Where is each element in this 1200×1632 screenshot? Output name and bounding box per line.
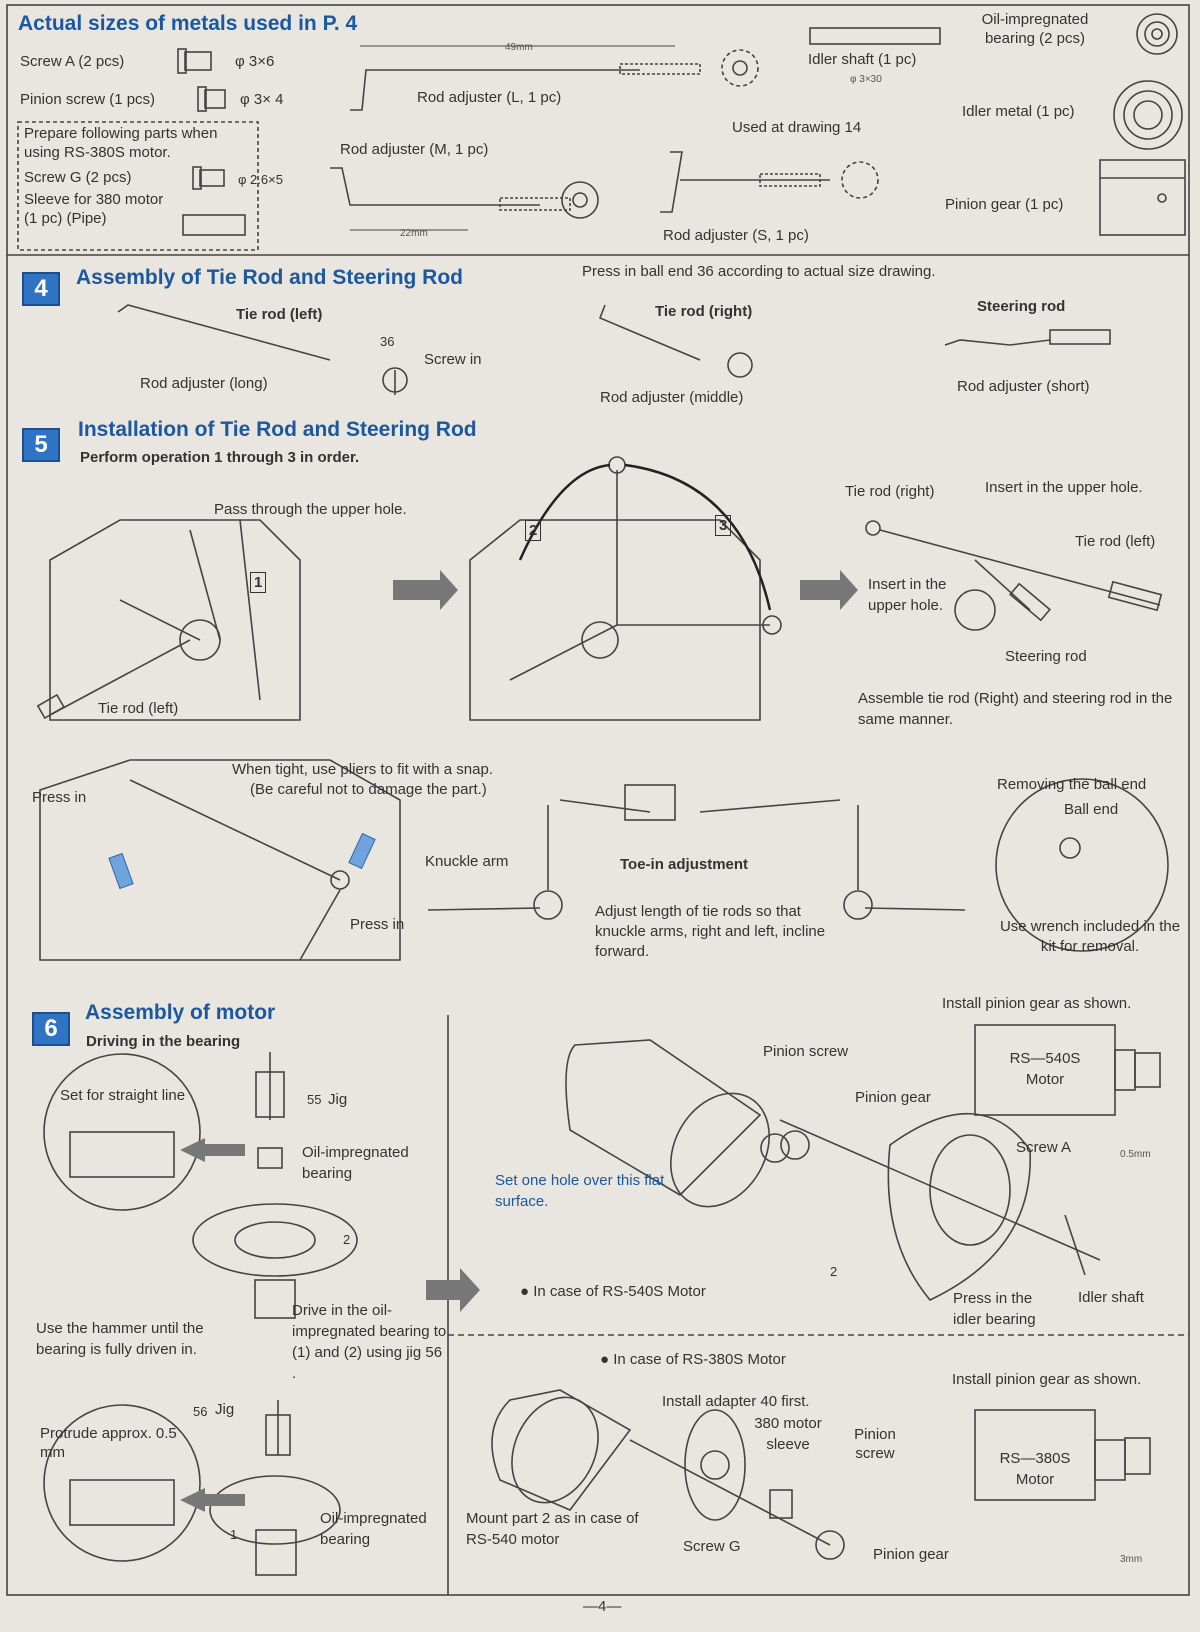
idler-shaft-label: Idler shaft (1 pc) — [808, 51, 917, 68]
insert-upper-label: Insert in the upper hole. — [985, 479, 1143, 496]
rod-l-label: Rod adjuster (L, 1 pc) — [417, 89, 562, 106]
use-hammer-label: Use the hammer until the bearing is full… — [36, 1320, 204, 1358]
toe-in-label: Toe-in adjustment — [620, 856, 749, 873]
pinion-screw-label: Pinion screw (1 pcs) — [20, 91, 156, 108]
install-adapter-label: Install adapter 40 first. — [662, 1393, 810, 1410]
step4-note: Press in ball end 36 according to actual… — [582, 263, 936, 280]
tie-right-label: Tie rod (right) — [655, 303, 753, 320]
drive-in-label: Drive in the oil-impregnated bearing to … — [292, 1302, 447, 1382]
dim-22: 22mm — [400, 228, 428, 239]
screw-a-label-2: Screw A — [1016, 1139, 1072, 1156]
pinion-gear-label-3: Pinion gear — [873, 1546, 949, 1563]
pinion-screw-size: φ 3× 4 — [240, 91, 284, 108]
screw-g-size: φ 2.6×5 — [238, 172, 283, 187]
step-number-4: 4 — [22, 272, 60, 306]
step5-subtitle: Perform operation 1 through 3 in order. — [80, 449, 360, 466]
dim-49: 49mm — [505, 42, 533, 53]
steering-rod-label-2: Steering rod — [1005, 648, 1087, 665]
screw-a-label: Screw A (2 pcs) — [20, 53, 125, 70]
step-number-6: 6 — [32, 1012, 70, 1046]
pinion-screw-label-2: Pinion screw — [763, 1043, 849, 1060]
rs540-motor-label: RS—540S Motor — [1009, 1050, 1081, 1088]
prepare-note: Prepare following parts when using RS-38… — [24, 125, 218, 161]
tie-left-label: Tie rod (left) — [236, 306, 323, 323]
jig-label-2: Jig — [215, 1401, 235, 1418]
dim-05: 0.5mm — [1120, 1149, 1151, 1160]
step-number-5: 5 — [22, 428, 60, 462]
rod-long-label: Rod adjuster (long) — [140, 375, 268, 392]
pass-through-label: Pass through the upper hole. — [214, 501, 407, 518]
install-pinion-label-2: Install pinion gear as shown. — [952, 1371, 1142, 1388]
page-number: —4— — [583, 1598, 622, 1615]
case-540-label: ● In case of RS-540S Motor — [520, 1283, 706, 1300]
oil-bearing-label-2: Oil-impregnated bearing — [302, 1144, 409, 1182]
pinion-gear-label-2: Pinion gear — [855, 1089, 931, 1106]
assemble-note: Assemble tie rod (Right) and steering ro… — [858, 690, 1173, 728]
set-straight-label: Set for straight line — [60, 1087, 186, 1104]
press-idler-label: Press in the idler bearing — [953, 1290, 1036, 1328]
protrude-label: Protrude approx. 0.5 mm — [40, 1425, 177, 1461]
screw-g-label-2: Screw G — [683, 1538, 741, 1555]
step-marker-2: 2 — [525, 520, 542, 541]
steering-rod-label: Steering rod — [977, 298, 1066, 315]
step-marker-1: 1 — [250, 572, 267, 593]
press-in-label: Press in — [32, 789, 87, 806]
driving-label: Driving in the bearing — [86, 1033, 241, 1050]
tie-left-label-2: Tie rod (left) — [98, 700, 179, 717]
when-tight-label: When tight, use pliers to fit with a sna… — [232, 761, 493, 778]
install-pinion-label: Install pinion gear as shown. — [942, 995, 1132, 1012]
adjust-note: Adjust length of tie rods so that knuckl… — [595, 903, 826, 960]
idler-shaft-size: φ 3×30 — [850, 74, 882, 85]
knuckle-arm-label: Knuckle arm — [425, 853, 509, 870]
part-2-marker: 2 — [343, 1232, 351, 1247]
be-careful-label: (Be careful not to damage the part.) — [250, 781, 487, 798]
rod-middle-label: Rod adjuster (middle) — [600, 389, 744, 406]
set-hole-note: Set one hole over this flat surface. — [495, 1172, 665, 1210]
idler-shaft-label-2: Idler shaft — [1078, 1289, 1144, 1306]
part-2-marker-b: 2 — [830, 1264, 838, 1279]
rod-m-label: Rod adjuster (M, 1 pc) — [340, 141, 489, 158]
rod-short-label: Rod adjuster (short) — [957, 378, 1090, 395]
use-wrench-label: Use wrench included in the kit for remov… — [999, 918, 1181, 955]
tie-left-label-3: Tie rod (left) — [1075, 533, 1156, 550]
rod-s-label: Rod adjuster (S, 1 pc) — [663, 227, 809, 244]
used-at-label: Used at drawing 14 — [732, 119, 862, 136]
removing-ball-end-label: Removing the ball end — [997, 776, 1147, 793]
insert-in-label: Insert in the upper hole. — [868, 576, 947, 614]
sleeve-label: Sleeve for 380 motor (1 pc) (Pipe) — [24, 191, 164, 227]
dim-3: 3mm — [1120, 1554, 1143, 1565]
screw-g-label: Screw G (2 pcs) — [24, 169, 132, 186]
jig-55-marker: 55 — [307, 1092, 322, 1107]
ball-end-label: Ball end — [1064, 801, 1119, 818]
press-in-label-2: Press in — [350, 916, 405, 933]
rs380-motor-label: RS—380S Motor — [999, 1450, 1071, 1488]
tie-right-label-2: Tie rod (right) — [845, 483, 935, 500]
sleeve-380-label: 380 motor sleeve — [754, 1415, 822, 1453]
step5-title: Installation of Tie Rod and Steering Rod — [78, 418, 477, 441]
part-36: 36 — [380, 334, 395, 349]
jig-56-marker: 56 — [193, 1404, 208, 1419]
idler-metal-label: Idler metal (1 pc) — [962, 103, 1075, 120]
oil-bearing-label-3: Oil-impregnated bearing — [320, 1510, 427, 1548]
step6-title: Assembly of motor — [85, 1001, 276, 1024]
pinion-gear-label: Pinion gear (1 pc) — [945, 196, 1064, 213]
mount-part-label: Mount part 2 as in case of RS-540 motor — [466, 1510, 639, 1548]
step-marker-3: 3 — [715, 515, 732, 536]
jig-label: Jig — [328, 1091, 348, 1108]
part-1-marker: 1 — [230, 1527, 238, 1542]
pinion-screw-label-3: Pinion screw — [854, 1426, 896, 1462]
oil-bearing-label: Oil-impregnated bearing (2 pcs) — [981, 11, 1089, 47]
step4-title: Assembly of Tie Rod and Steering Rod — [76, 266, 464, 289]
screw-a-size: φ 3×6 — [235, 53, 275, 70]
metals-title: Actual sizes of metals used in P. 4 — [18, 12, 358, 35]
screw-in-label: Screw in — [424, 351, 482, 368]
case-380-label: ● In case of RS-380S Motor — [600, 1351, 786, 1368]
